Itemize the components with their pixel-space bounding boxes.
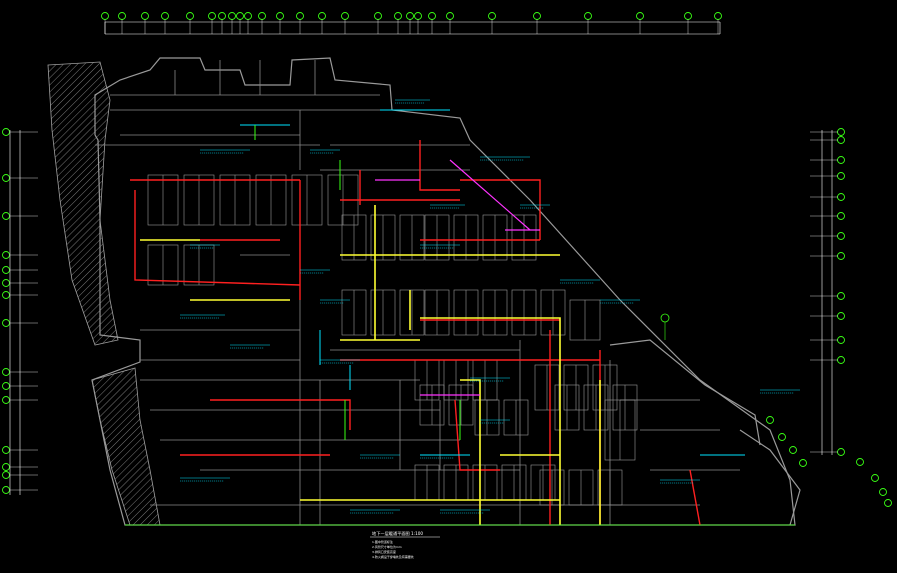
grid-axis-bubble-icon bbox=[2, 174, 10, 182]
grid-axis-bubble-icon bbox=[766, 416, 774, 424]
left-grid-axis-bubbles bbox=[2, 128, 38, 494]
grid-axis-bubble-icon bbox=[446, 12, 454, 20]
exhaust-duct-network bbox=[140, 205, 601, 525]
grid-axis-bubble-icon bbox=[2, 446, 10, 454]
grid-axis-bubble-icon bbox=[406, 12, 414, 20]
grid-axis-bubble-icon bbox=[778, 433, 786, 441]
top-grid-axis-bubbles bbox=[101, 12, 722, 34]
grid-axis-bubble-icon bbox=[2, 251, 10, 259]
grid-axis-bubble-icon bbox=[2, 471, 10, 479]
grid-axis-bubble-icon bbox=[414, 12, 422, 20]
grid-axis-bubble-icon bbox=[258, 12, 266, 20]
grid-axis-bubble-icon bbox=[837, 128, 845, 136]
grid-axis-bubble-icon bbox=[636, 12, 644, 20]
title-block: 地下一层暖通平面图 1:100 1.图中管道标注 2.风管尺寸单位为mm 3.排… bbox=[370, 530, 440, 559]
grid-axis-bubble-icon bbox=[2, 382, 10, 390]
grid-axis-bubble-icon bbox=[2, 212, 10, 220]
grid-axis-bubble-icon bbox=[837, 193, 845, 201]
legend-note-4: 4.防火阀设于穿墙处及有需要处 bbox=[372, 554, 414, 559]
grid-axis-bubble-icon bbox=[884, 499, 892, 507]
grid-axis-bubble-icon bbox=[799, 459, 807, 467]
grid-axis-bubble-icon bbox=[2, 486, 10, 494]
interior-wall-lines bbox=[95, 60, 740, 525]
grid-axis-bubble-icon bbox=[276, 12, 284, 20]
annotation-leaders bbox=[180, 99, 800, 514]
grid-axis-bubble-icon bbox=[837, 356, 845, 364]
grid-axis-bubble-icon bbox=[2, 266, 10, 274]
hatched-earth-area-south bbox=[91, 367, 161, 526]
grid-axis-bubble-icon bbox=[296, 12, 304, 20]
grid-axis-bubble-icon bbox=[837, 136, 845, 144]
grid-axis-bubble-icon bbox=[244, 12, 252, 20]
grid-axis-bubble-icon bbox=[837, 212, 845, 220]
grid-axis-bubble-icon bbox=[2, 396, 10, 404]
grid-axis-bubble-icon bbox=[789, 446, 797, 454]
left-dimension-strip bbox=[9, 130, 21, 495]
drawing-title: 地下一层暖通平面图 1:100 bbox=[372, 530, 423, 537]
grid-axis-bubble-icon bbox=[584, 12, 592, 20]
grid-axis-bubble-icon bbox=[837, 336, 845, 344]
grid-axis-bubble-icon bbox=[318, 12, 326, 20]
grid-axis-bubble-icon bbox=[714, 12, 722, 20]
building-outline bbox=[91, 57, 801, 526]
parking-bay-blocks bbox=[147, 174, 638, 506]
grid-axis-bubble-icon bbox=[837, 232, 845, 240]
grid-axis-bubble-icon bbox=[488, 12, 496, 20]
grid-axis-bubble-icon bbox=[837, 172, 845, 180]
grid-axis-bubble-icon bbox=[837, 312, 845, 320]
grid-axis-bubble-icon bbox=[2, 291, 10, 299]
grid-axis-bubble-icon bbox=[218, 12, 226, 20]
grid-axis-bubble-icon bbox=[2, 128, 10, 136]
grid-axis-bubble-icon bbox=[837, 252, 845, 260]
grid-axis-bubble-icon bbox=[2, 279, 10, 287]
grid-axis-bubble-icon bbox=[341, 12, 349, 20]
grid-axis-bubble-icon bbox=[394, 12, 402, 20]
green-riser-network bbox=[254, 125, 461, 440]
grid-axis-bubble-icon bbox=[236, 12, 244, 20]
grid-axis-bubble-icon bbox=[186, 12, 194, 20]
top-dimension-strip bbox=[104, 21, 721, 35]
grid-axis-bubble-icon bbox=[228, 12, 236, 20]
north-arrow-icon bbox=[660, 313, 670, 340]
hatched-earth-area-north bbox=[47, 61, 119, 346]
grid-axis-bubble-icon bbox=[2, 319, 10, 327]
grid-axis-bubble-icon bbox=[837, 156, 845, 164]
gas-pipe-network bbox=[375, 159, 540, 396]
grid-axis-bubble-icon bbox=[101, 12, 109, 20]
grid-axis-bubble-icon bbox=[374, 12, 382, 20]
grid-axis-bubble-icon bbox=[2, 463, 10, 471]
grid-axis-bubble-icon bbox=[2, 368, 10, 376]
grid-axis-bubble-icon bbox=[208, 12, 216, 20]
right-dimension-strip bbox=[821, 130, 833, 455]
grid-axis-bubble-icon bbox=[856, 458, 864, 466]
grid-axis-bubble-icon bbox=[161, 12, 169, 20]
grid-axis-bubble-icon bbox=[871, 474, 879, 482]
legend-note-1: 1.图中管道标注 bbox=[372, 539, 393, 544]
grid-axis-bubble-icon bbox=[837, 292, 845, 300]
legend-note-2: 2.风管尺寸单位为mm bbox=[372, 544, 402, 549]
grid-axis-bubble-icon bbox=[428, 12, 436, 20]
grid-axis-bubble-icon bbox=[141, 12, 149, 20]
grid-axis-bubble-icon bbox=[118, 12, 126, 20]
grid-axis-bubble-icon bbox=[837, 448, 845, 456]
grid-axis-bubble-icon bbox=[879, 488, 887, 496]
right-grid-axis-bubbles bbox=[766, 128, 892, 507]
grid-axis-bubble-icon bbox=[684, 12, 692, 20]
legend-note-3: 3.排风口安装高度 bbox=[372, 549, 396, 554]
grid-axis-bubble-icon bbox=[533, 12, 541, 20]
